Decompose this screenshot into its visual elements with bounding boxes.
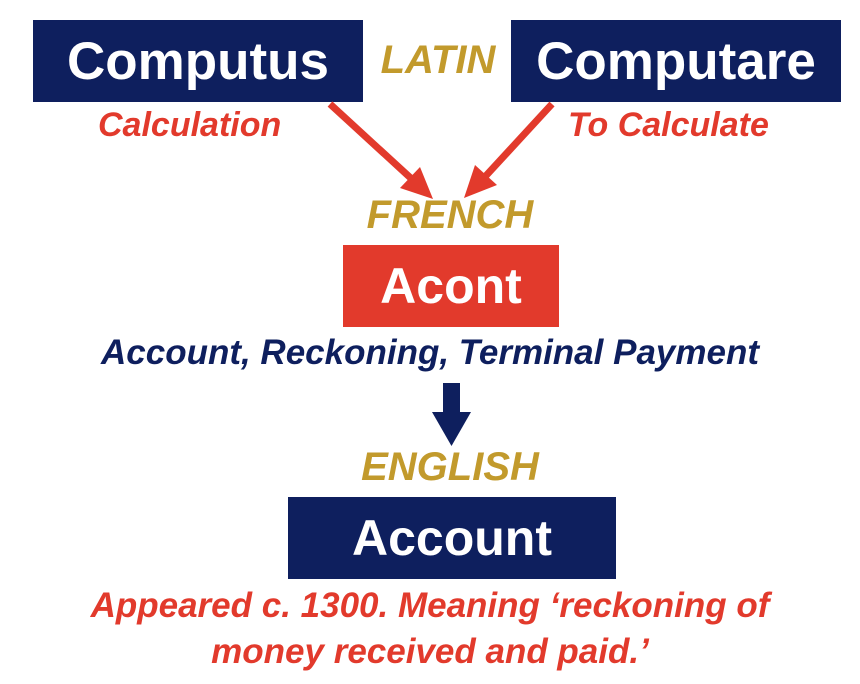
computus-meaning: Calculation bbox=[98, 106, 282, 144]
account-note-line2: money received and paid.’ bbox=[211, 632, 649, 671]
account-note-line1: Appeared c. 1300. Meaning ‘reckoning of bbox=[90, 586, 770, 625]
acont-word: Acont bbox=[380, 258, 522, 314]
french-label: FRENCH bbox=[366, 193, 534, 237]
down-arrow bbox=[432, 383, 471, 446]
computare-box: Computare bbox=[511, 20, 841, 102]
computus-box: Computus bbox=[33, 20, 363, 102]
account-box: Account bbox=[288, 497, 616, 579]
right-diagonal-arrow bbox=[464, 101, 555, 198]
account-note: Appeared c. 1300. Meaning ‘reckoning of … bbox=[0, 583, 860, 675]
computare-meaning: To Calculate bbox=[568, 106, 769, 144]
english-label: ENGLISH bbox=[361, 445, 539, 489]
left-diagonal-arrow bbox=[327, 101, 433, 199]
computare-word: Computare bbox=[536, 31, 816, 91]
account-word: Account bbox=[352, 510, 552, 566]
latin-label: LATIN bbox=[380, 38, 496, 82]
computus-word: Computus bbox=[66, 31, 330, 91]
acont-meaning: Account, Reckoning, Terminal Payment bbox=[100, 333, 759, 372]
acont-box: Acont bbox=[343, 245, 559, 327]
